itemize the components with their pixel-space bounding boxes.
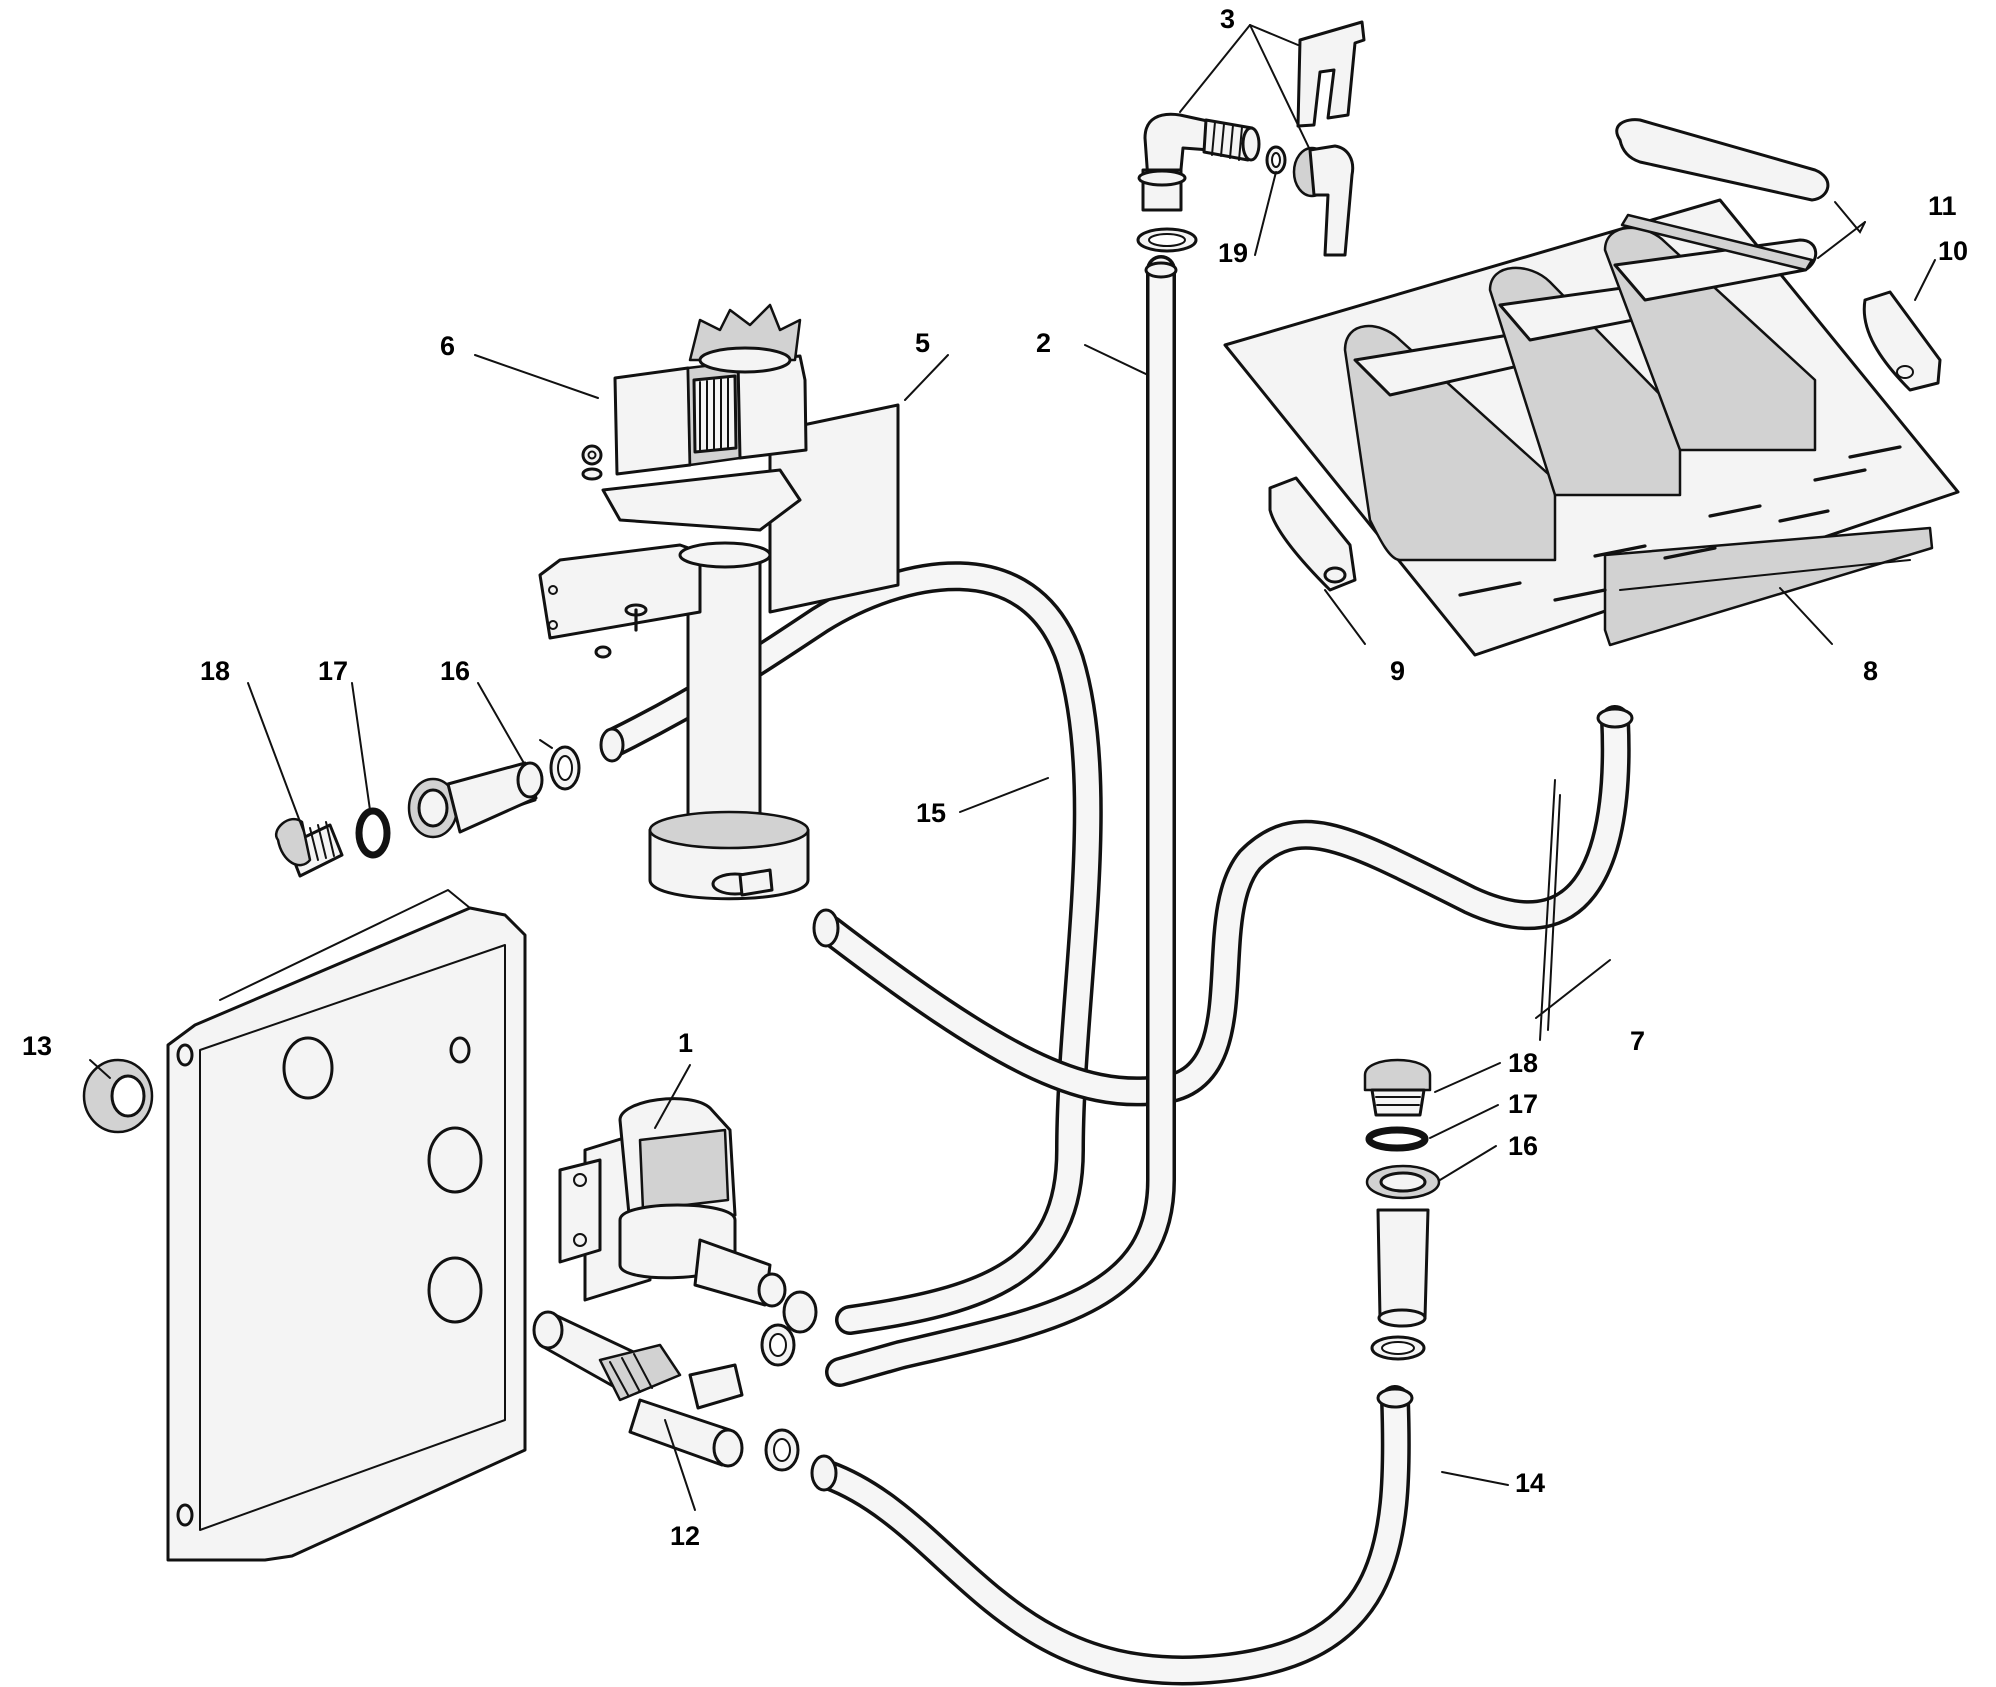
hose-clamp-lower-1 [760,1323,796,1367]
callout-3: 3 [1220,4,1235,34]
clip-3 [1296,20,1366,128]
callout-8: 8 [1863,656,1878,686]
pump-assembly [538,303,900,901]
outlet-nozzle-3 [1292,144,1355,257]
callout-18-left: 18 [200,656,230,686]
leader-lines [89,24,1936,1511]
o-ring-17-left [355,807,391,859]
hose-2 [825,255,1178,1387]
callout-1: 1 [678,1028,693,1058]
callout-11: 11 [1928,191,1957,221]
callout-7: 7 [1630,1026,1645,1056]
callout-17-right: 17 [1508,1089,1538,1119]
callout-18-right: 18 [1508,1048,1538,1078]
hose-14 [810,1385,1414,1686]
callout-16-left: 16 [440,656,470,686]
cover-11 [1615,118,1830,272]
o-ring-19 [1265,145,1287,175]
clip-10 [1862,290,1942,392]
dispenser-tray [1223,198,1960,657]
hose-clamp-lower-2 [764,1428,800,1472]
hose-clamp-top [1136,227,1198,253]
clip-9 [1268,476,1357,592]
nut-13 [82,1058,154,1134]
o-ring-17-right [1365,1126,1429,1152]
hose-clamp-right [1370,1335,1426,1361]
callout-19: 19 [1218,238,1248,268]
hose-15 [599,561,1103,1335]
callout-15: 15 [916,798,946,828]
inlet-connector-16-right [1365,1164,1441,1328]
callout-13: 13 [22,1031,52,1061]
inlet-elbow-3 [1137,112,1261,212]
callout-6: 6 [440,331,455,361]
callout-labels: 3 19 11 10 2 6 5 9 8 18 17 16 15 7 1 13 … [22,4,1968,1551]
callout-2: 2 [1036,328,1051,358]
hose-clamp-left [539,739,581,791]
callout-5: 5 [915,328,930,358]
inlet-connector-16-left [407,761,544,839]
callout-9: 9 [1390,656,1405,686]
callout-17-left: 17 [318,656,348,686]
control-box [166,889,527,1562]
valve-body-12 [532,1310,744,1468]
callout-10: 10 [1938,236,1968,266]
callout-16-right: 16 [1508,1131,1538,1161]
hose-7 [812,705,1634,1107]
callout-12: 12 [670,1521,700,1551]
solenoid-valve-1 [558,1097,818,1334]
filter-plug-18-right [1363,1058,1432,1117]
pump-motor [613,303,808,476]
callout-14: 14 [1515,1468,1545,1498]
filter-plug-18-left [274,817,344,878]
